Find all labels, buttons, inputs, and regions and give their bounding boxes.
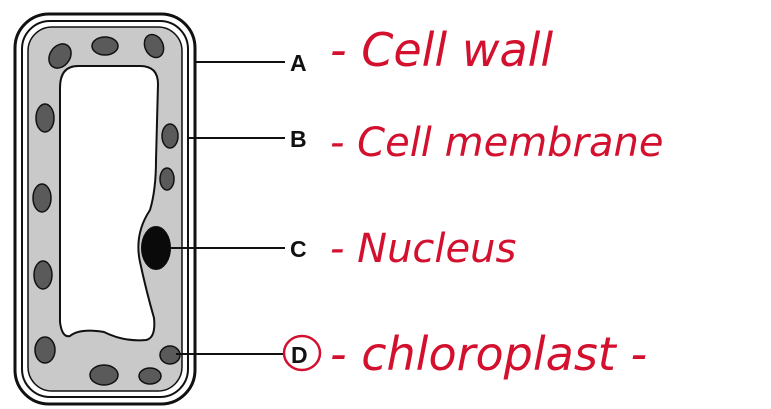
label-b: B — [290, 126, 307, 152]
nucleus — [141, 226, 171, 270]
chloroplast — [36, 104, 54, 132]
chloroplast — [162, 124, 178, 148]
vacuole — [60, 66, 158, 340]
chloroplast — [92, 37, 118, 55]
label-d: D — [291, 342, 308, 368]
chloroplast — [34, 261, 52, 289]
chloroplast — [90, 365, 118, 385]
label-a: A — [290, 50, 307, 76]
annotation-c: - Nucleus — [330, 226, 516, 272]
chloroplast — [35, 337, 55, 363]
chloroplast — [33, 184, 51, 212]
label-c: C — [290, 236, 307, 262]
chloroplast — [139, 368, 161, 384]
chloroplast — [160, 168, 174, 190]
annotation-a: - Cell wall — [330, 23, 553, 77]
annotation-d: - chloroplast - — [330, 327, 647, 381]
annotation-b: - Cell membrane — [330, 120, 663, 166]
